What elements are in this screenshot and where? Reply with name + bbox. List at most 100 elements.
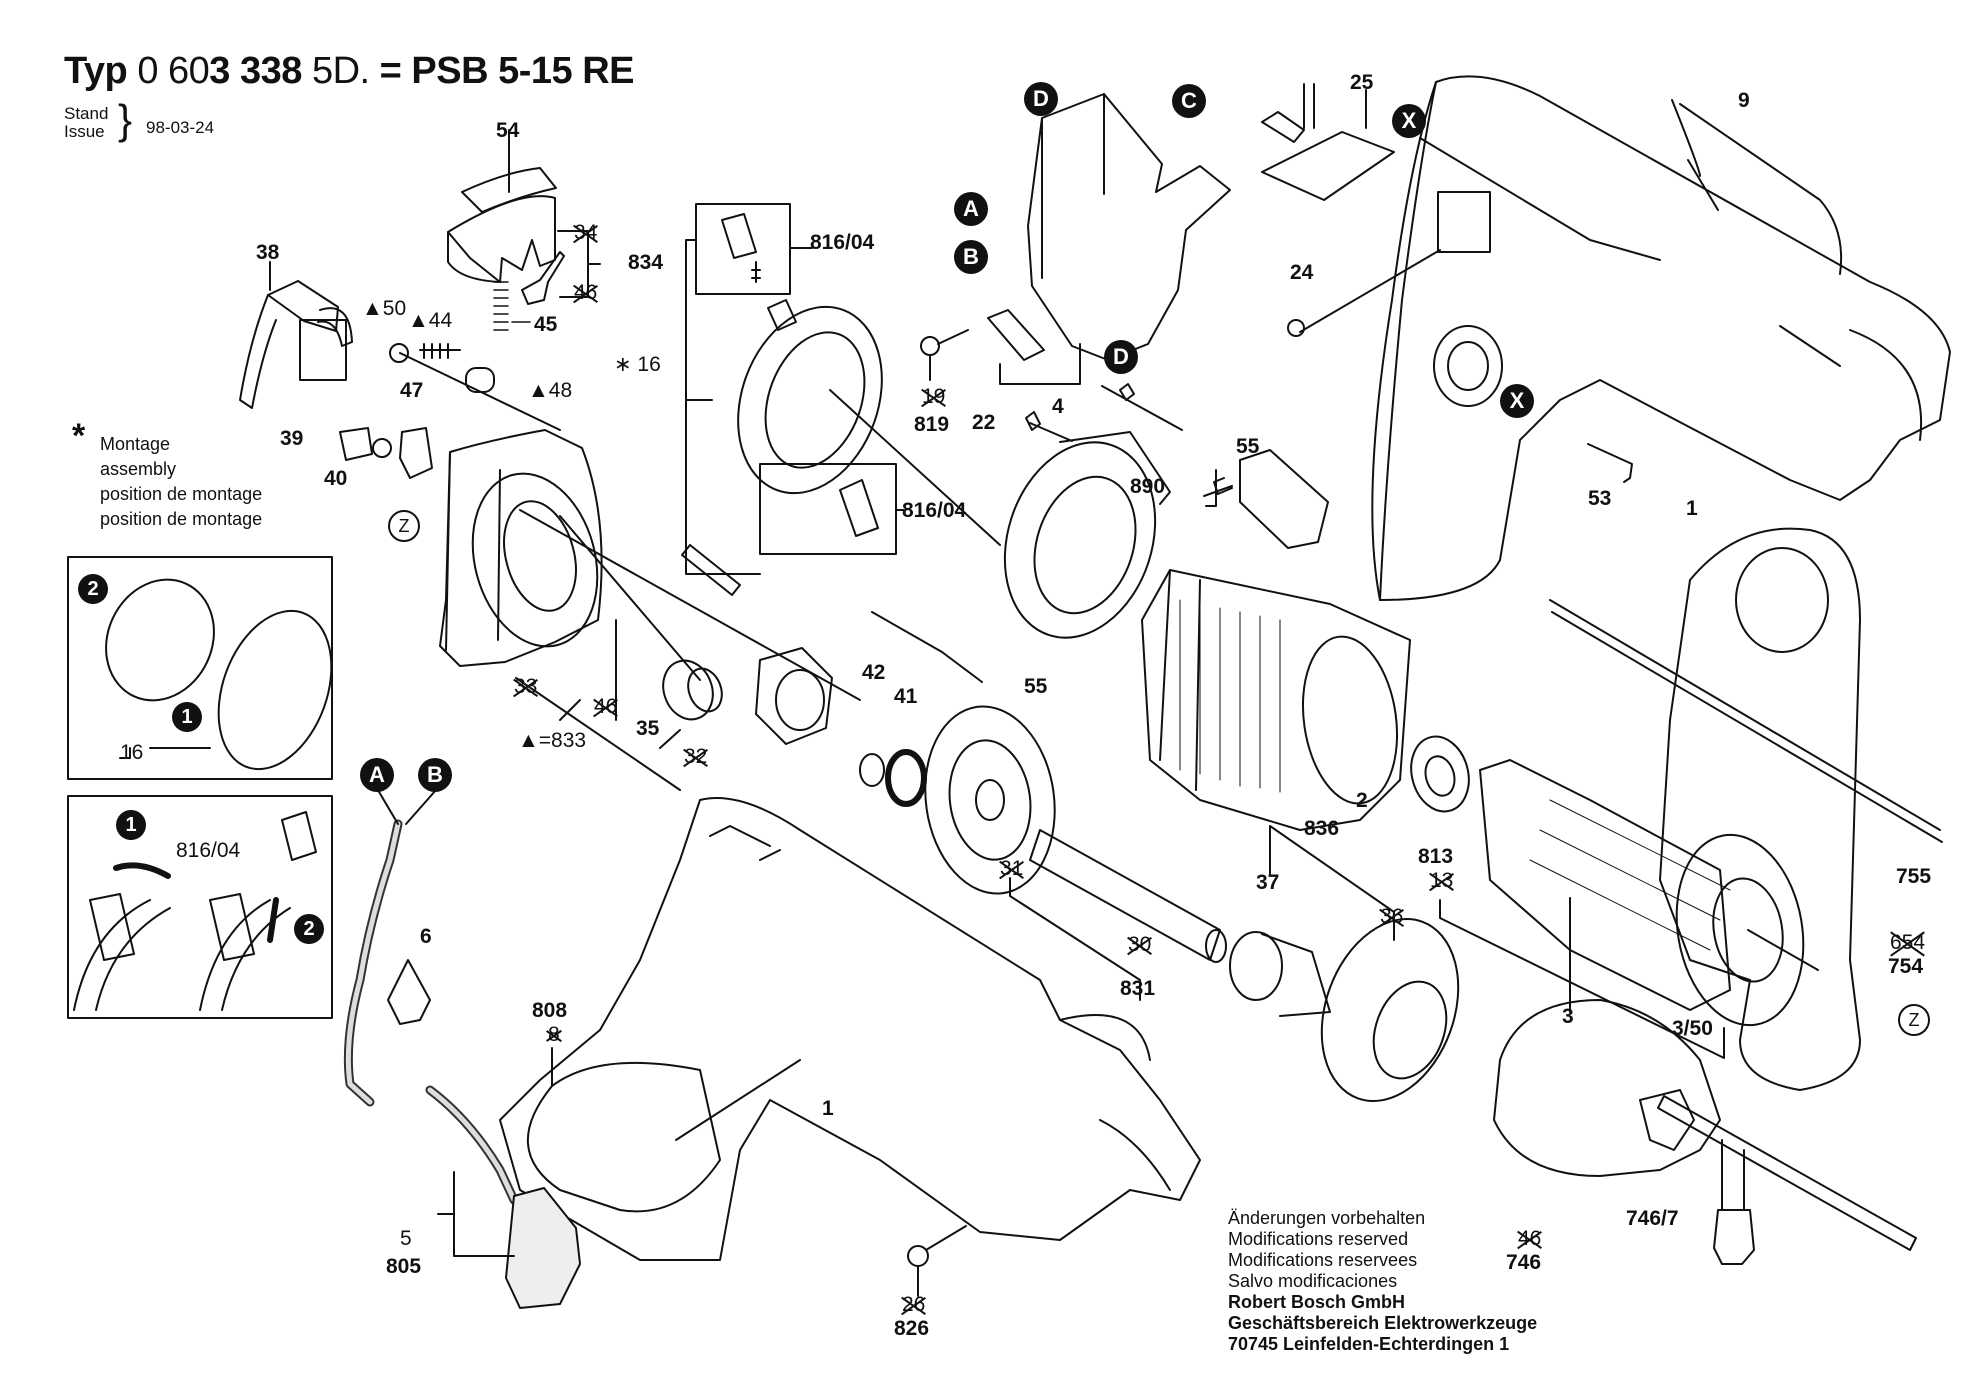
part-label-746: 746 bbox=[1506, 1251, 1542, 1274]
part-label-45: 45 bbox=[534, 313, 558, 336]
clutch-hub-part-32 bbox=[756, 648, 832, 744]
part-label-34-superseded: 34 bbox=[574, 221, 598, 244]
assembly-inset-bottom bbox=[68, 796, 332, 1018]
issue-date: 98-03-24 bbox=[146, 118, 215, 137]
inset-part-label-816-04: 816/04 bbox=[176, 839, 241, 862]
leader-line bbox=[520, 510, 860, 700]
issue-label-en: Issue bbox=[64, 122, 105, 141]
note-line: position de montage bbox=[100, 509, 263, 529]
pin-part-53 bbox=[1588, 444, 1632, 482]
callout-marker-x-housing: X bbox=[1500, 384, 1534, 418]
part-label-13-superseded: 13 bbox=[1430, 869, 1454, 892]
part-label-654-superseded: 654 bbox=[1890, 931, 1926, 954]
part-label-47: 47 bbox=[400, 379, 424, 402]
screw-part-22 bbox=[1026, 412, 1072, 441]
part-label-36-superseded: 36 bbox=[1380, 905, 1404, 928]
part-label-19-superseded: 19 bbox=[922, 385, 946, 408]
step-marker-2-bottom-inset: 2 bbox=[294, 914, 324, 944]
step-marker-2-top-inset: 2 bbox=[78, 574, 108, 604]
auxiliary-handle-part-754 bbox=[1550, 529, 1942, 1090]
part-label-3: 3 bbox=[1562, 1005, 1574, 1028]
reference-marker-z-right: Z bbox=[1898, 1004, 1930, 1036]
part-label-35: 35 bbox=[636, 717, 660, 740]
motor-endshield-middle bbox=[981, 423, 1180, 658]
part-label-24: 24 bbox=[1290, 261, 1314, 284]
selector-lever-part-38 bbox=[240, 262, 352, 408]
part-label-816-04-top: 816/04 bbox=[810, 231, 875, 254]
stator-part-2 bbox=[1142, 570, 1410, 830]
part-label-44-superseded: ▲44 bbox=[408, 309, 453, 332]
part-label-5: 5 bbox=[400, 1227, 412, 1250]
part-label-26-superseded: 26 bbox=[902, 1293, 926, 1316]
part-label-819: 819 bbox=[914, 413, 950, 436]
part-label-4: 4 bbox=[1052, 395, 1064, 418]
washer-part-24 bbox=[1288, 250, 1440, 336]
part-label-30-superseded: 30 bbox=[1128, 933, 1152, 956]
part-label-39: 39 bbox=[280, 427, 304, 450]
part-label-37: 37 bbox=[1256, 871, 1280, 894]
part-label-8-superseded: 8 bbox=[548, 1023, 560, 1046]
part-label-826: 826 bbox=[894, 1317, 930, 1340]
part-label-55-bottom: 55 bbox=[1024, 675, 1048, 698]
footer-line-es: Salvo modificaciones bbox=[1228, 1271, 1398, 1291]
part-label-1-lower: 1 bbox=[822, 1097, 834, 1120]
switch-part-4 bbox=[988, 94, 1230, 384]
part-label-813: 813 bbox=[1418, 845, 1454, 868]
title-model: PSB 5-15 RE bbox=[411, 50, 634, 92]
footer-line-fr: Modifications reservees bbox=[1228, 1250, 1418, 1270]
title-number-part-3: 5D. bbox=[311, 50, 370, 92]
part-label-808: 808 bbox=[532, 999, 568, 1022]
part-label-55-top: 55 bbox=[1236, 435, 1260, 458]
title-number-part-1: 0 60 bbox=[137, 50, 210, 92]
page-title: Typ 0 603 338 5D. = PSB 5-15 RE bbox=[64, 50, 634, 93]
part-label-53: 53 bbox=[1588, 487, 1612, 510]
title-equals: = bbox=[379, 50, 402, 92]
part-label-2: 2 bbox=[1356, 789, 1368, 812]
part-label-46-superseded: 46 bbox=[574, 281, 598, 304]
screw-part-819 bbox=[921, 330, 968, 380]
part-label-41: 41 bbox=[894, 685, 918, 708]
brace-symbol: } bbox=[118, 96, 133, 143]
reference-marker-z-left: Z bbox=[388, 510, 420, 542]
bracket-836 bbox=[1270, 826, 1394, 940]
power-cord-part-6 bbox=[348, 780, 514, 1200]
part-label-25: 25 bbox=[1350, 71, 1374, 94]
part-label-831: 831 bbox=[1120, 977, 1156, 1000]
pin-shaft bbox=[682, 545, 740, 595]
part-label-834: 834 bbox=[628, 251, 664, 274]
chuck-key-part-746-7 bbox=[1658, 1096, 1916, 1264]
clip-part-47 bbox=[400, 428, 432, 478]
part-label-890: 890 bbox=[1130, 475, 1166, 498]
footer-line-de: Änderungen vorbehalten bbox=[1228, 1208, 1426, 1228]
plug-part-805 bbox=[438, 1172, 580, 1308]
note-line: position de montage bbox=[100, 484, 263, 504]
gear-part-31 bbox=[914, 698, 1067, 902]
bearing-part-813 bbox=[1403, 730, 1477, 818]
switch-slide-part-25 bbox=[1262, 84, 1394, 200]
spring-part-45 bbox=[494, 282, 530, 330]
title-prefix: Typ bbox=[64, 50, 128, 92]
part-label-754: 754 bbox=[1888, 955, 1924, 978]
footer-notice: Änderungen vorbehalten Modifications res… bbox=[1228, 1208, 1537, 1355]
part-label-50-superseded: ▲50 bbox=[362, 297, 407, 320]
part-label-746-7: 746/7 bbox=[1626, 1207, 1679, 1230]
bearing-part-41 bbox=[888, 752, 924, 804]
footer-company: Robert Bosch GmbH bbox=[1228, 1292, 1406, 1312]
ring-part-40 bbox=[373, 439, 391, 457]
part-label-38: 38 bbox=[256, 241, 280, 264]
part-label-22: 22 bbox=[972, 411, 996, 434]
armature-part-3 bbox=[1480, 760, 1818, 1035]
step-marker-1-bottom-inset: 1 bbox=[116, 810, 146, 840]
part-label-1-upper: 1 bbox=[1686, 497, 1698, 520]
part-label-46b-superseded: 46 bbox=[594, 695, 618, 718]
callout-marker-b: B bbox=[954, 240, 988, 274]
cable-part-55 bbox=[872, 384, 1182, 682]
callout-marker-b-cord: B bbox=[418, 758, 452, 792]
callout-marker-a: A bbox=[954, 192, 988, 226]
part-label-16-assembly: ∗ 16 bbox=[614, 353, 661, 376]
footer-division: Geschäftsbereich Elektrowerkzeuge bbox=[1228, 1313, 1538, 1333]
spindle-part-30 bbox=[1030, 830, 1226, 962]
part-label-40: 40 bbox=[324, 467, 348, 490]
note-line: assembly bbox=[100, 459, 177, 479]
